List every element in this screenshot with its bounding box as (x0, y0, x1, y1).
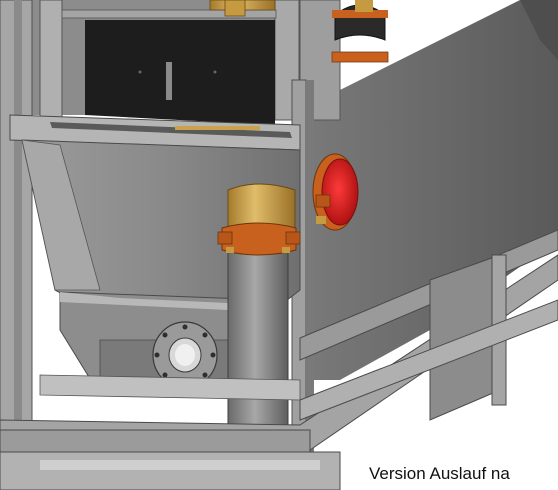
caption-text: Version Auslauf na (365, 462, 558, 490)
outlet-pipe (227, 224, 289, 451)
red-end-cap-icon (312, 153, 359, 231)
pipe-clamp-icon (217, 222, 301, 256)
black-panel (85, 20, 275, 125)
flange-port-icon (152, 321, 218, 389)
